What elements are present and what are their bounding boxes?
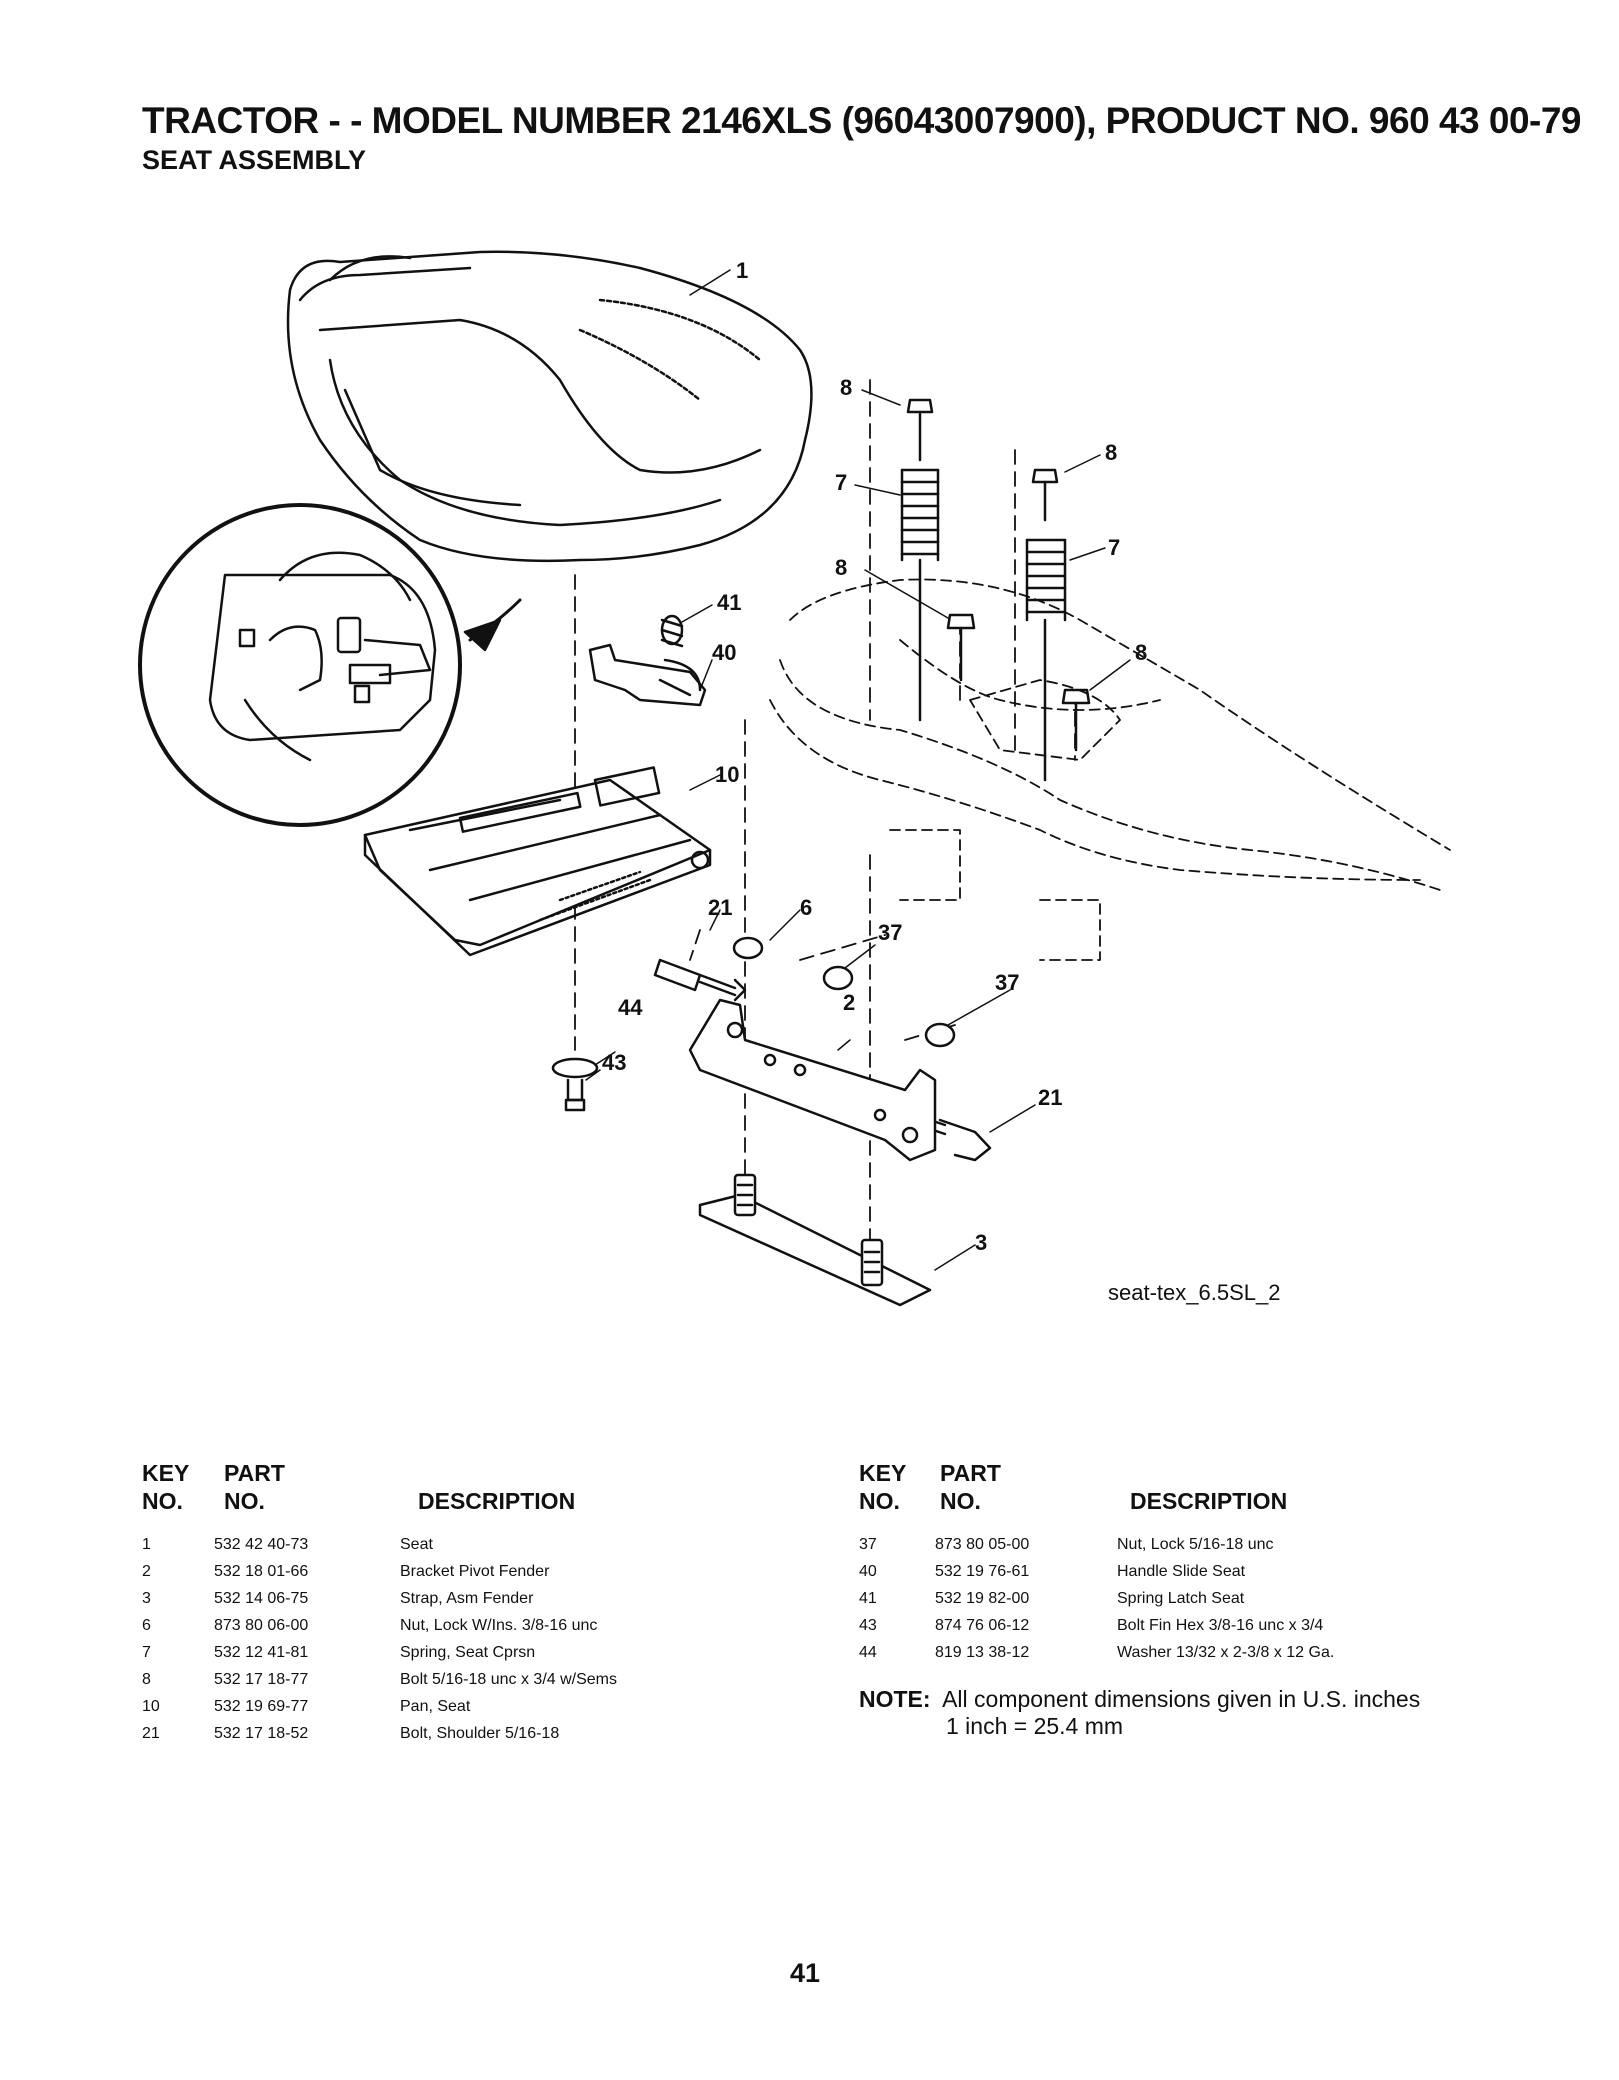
callout-label: 7 [835, 470, 847, 495]
seat-pan-drawing [363, 766, 712, 957]
col-header-key: KEY [142, 1460, 190, 1486]
fender-drawing [769, 578, 1451, 961]
hardware-drawing [551, 936, 992, 1162]
callout-labels: 1 8 8 7 7 8 8 41 40 10 21 6 37 37 44 43 … [602, 258, 1280, 1305]
callout-label: 8 [1135, 640, 1147, 665]
col-header-key: KEY [859, 1460, 907, 1486]
callout-label: 44 [618, 995, 643, 1020]
col-header-description: DESCRIPTION [1130, 1488, 1288, 1514]
callout-label: 37 [995, 970, 1019, 995]
callout-label: 37 [878, 920, 902, 945]
note: NOTE: All component dimensions given in … [859, 1686, 1420, 1713]
col-header-part: PART [940, 1460, 1001, 1486]
handle-slide-drawing [588, 614, 707, 707]
callout-label: 10 [715, 762, 739, 787]
callout-label: 21 [1038, 1085, 1062, 1110]
strap-drawing [698, 1173, 932, 1307]
col-header-part-no: NO. [224, 1488, 265, 1514]
col-header-part: PART [224, 1460, 285, 1486]
seat-drawing [286, 250, 813, 563]
page-title: TRACTOR - - MODEL NUMBER 2146XLS (960430… [142, 100, 1582, 141]
col-header-part-no: NO. [940, 1488, 981, 1514]
detail-circle-drawing [138, 503, 522, 827]
drawing-code: seat-tex_6.5SL_2 [1108, 1280, 1280, 1305]
callout-label: 7 [1108, 535, 1120, 560]
col-header-key-no: NO. [142, 1488, 183, 1514]
section-title: SEAT ASSEMBLY [142, 145, 367, 175]
springs-drawing [900, 398, 1091, 782]
callout-label: 8 [1105, 440, 1117, 465]
note-label: NOTE: [859, 1686, 931, 1712]
page-number: 41 [790, 1958, 821, 1988]
callout-label: 41 [717, 590, 741, 615]
parts-diagram: 1 8 8 7 7 8 8 41 40 10 21 6 37 37 44 43 … [138, 250, 1451, 1307]
callout-label: 2 [843, 990, 855, 1015]
callout-label: 21 [708, 895, 732, 920]
note-conversion: 1 inch = 25.4 mm [946, 1713, 1124, 1739]
callout-label: 1 [736, 258, 748, 283]
note-text: All component dimensions given in U.S. i… [942, 1686, 1421, 1712]
callout-label: 8 [835, 555, 847, 580]
callout-label: 6 [800, 895, 812, 920]
col-header-description: DESCRIPTION [418, 1488, 576, 1514]
callout-label: 3 [975, 1230, 987, 1255]
callout-label: 43 [602, 1050, 626, 1075]
bracket-drawing [688, 998, 937, 1162]
callout-label: 8 [840, 375, 852, 400]
callout-label: 40 [712, 640, 736, 665]
col-header-key-no: NO. [859, 1488, 900, 1514]
